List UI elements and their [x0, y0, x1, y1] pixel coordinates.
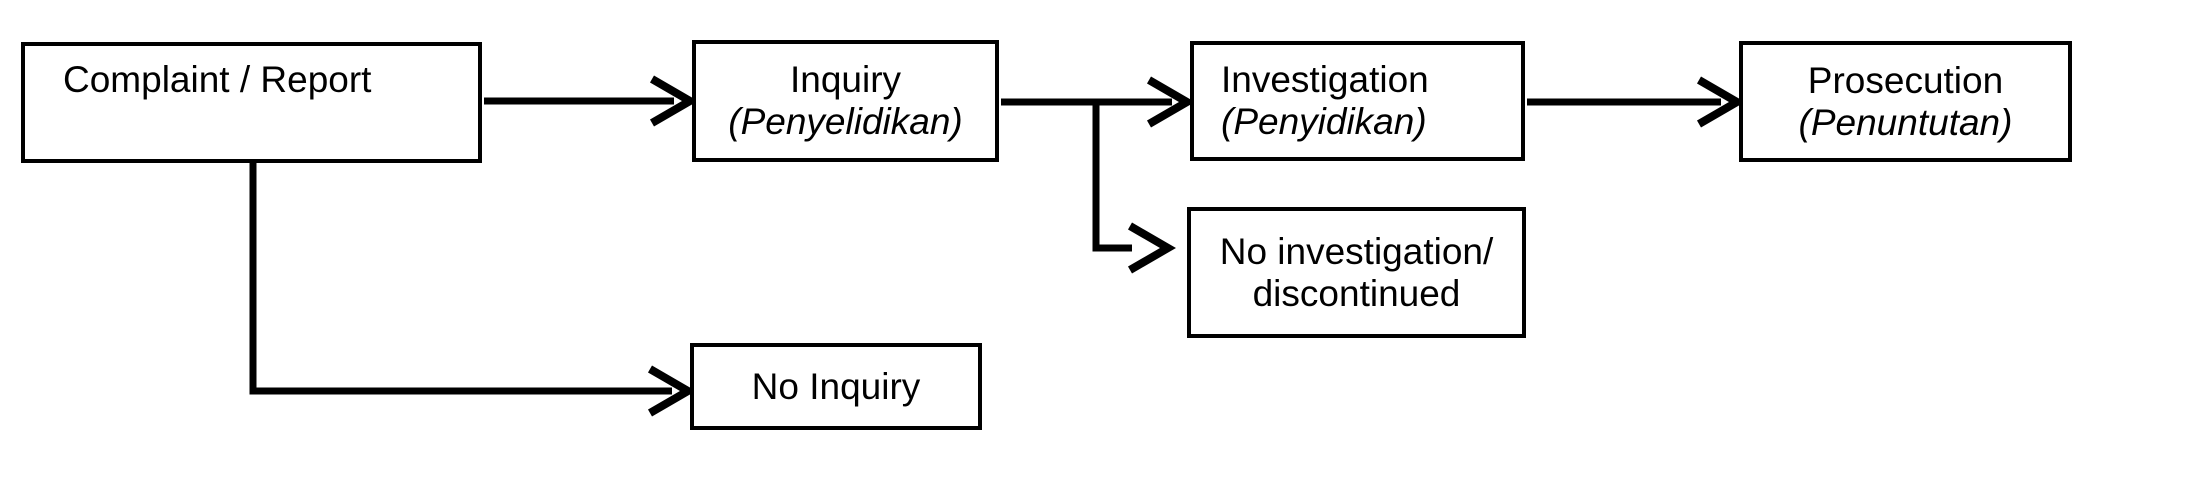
arrow-investigation-to-prosecution — [1527, 76, 1745, 128]
node-no-inquiry-label: No Inquiry — [751, 365, 921, 407]
node-complaint-report: Complaint / Report — [21, 42, 482, 163]
node-inquiry: Inquiry (Penyelidikan) — [692, 40, 999, 162]
node-inquiry-label: Inquiry — [789, 59, 902, 100]
node-investigation: Investigation (Penyidikan) — [1190, 41, 1525, 161]
node-no-investigation-line2: discontinued — [1252, 272, 1461, 314]
node-investigation-sublabel: (Penyidikan) — [1221, 101, 1427, 142]
node-prosecution-sublabel: (Penuntutan) — [1798, 101, 2013, 143]
node-complaint-report-label: Complaint / Report — [63, 59, 372, 100]
arrow-inquiry-to-investigation — [1001, 76, 1195, 128]
arrow-inquiry-to-no-investigation — [1092, 102, 1176, 274]
node-no-investigation-line1: No investigation/ — [1219, 230, 1494, 272]
node-no-inquiry: No Inquiry — [690, 343, 982, 430]
node-investigation-label: Investigation — [1221, 59, 1429, 100]
arrow-complaint-to-inquiry — [484, 75, 698, 127]
node-prosecution-label: Prosecution — [1807, 59, 2004, 101]
node-inquiry-sublabel: (Penyelidikan) — [728, 101, 963, 142]
node-prosecution: Prosecution (Penuntutan) — [1739, 41, 2072, 162]
node-no-investigation-discontinued: No investigation/ discontinued — [1187, 207, 1526, 338]
arrow-complaint-to-no-inquiry — [249, 163, 696, 417]
